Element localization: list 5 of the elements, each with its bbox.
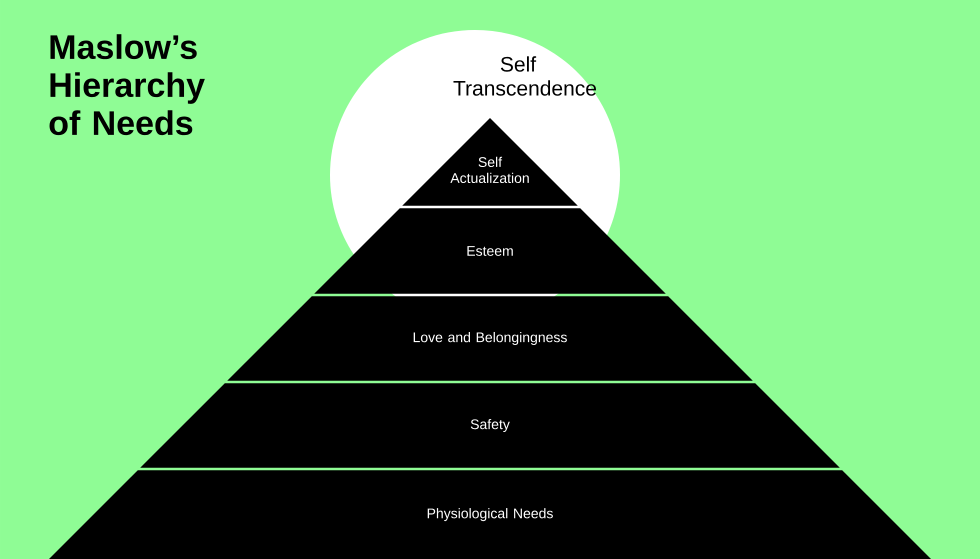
title: Maslow’s Hierarchy of Needs	[50, 34, 205, 136]
pyramid-level: Self Actualization	[402, 118, 578, 206]
pyramid-level: Esteem	[314, 208, 666, 294]
pyramid-level: Safety	[140, 383, 840, 468]
pyramid-level: Love and Belongingness	[227, 296, 753, 381]
